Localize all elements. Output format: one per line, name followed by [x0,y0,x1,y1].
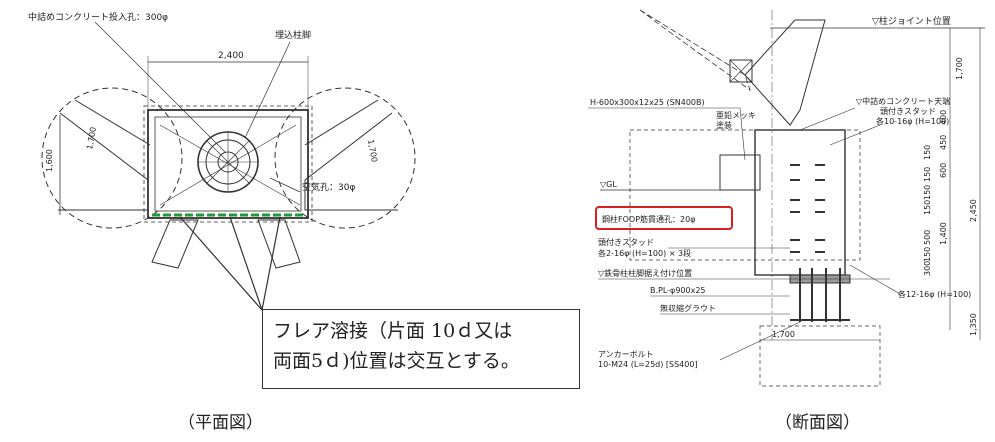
section-label-galvanized-2: 塗装 [716,120,732,130]
section-label-hoop-hole: 鋼柱FOOP筋貫通孔：20φ [602,214,695,224]
section-pile-cap [759,325,881,387]
section-label-column-joint: ▽柱ジョイント位置 [872,15,951,27]
section-dim-right: 450 [939,135,948,150]
section-dim-right: 400 [939,110,948,125]
plan-label-concrete-hole: 中詰めコンクリート投入孔：300φ [28,11,168,23]
plan-dashed-circle-right [274,87,416,229]
section-dim-bottom: 1,700 [772,330,795,339]
section-label-stud-top-2: 各10-16φ (H=100) [876,116,949,126]
section-dim-right: 2,450 [969,199,978,222]
plan-label-embedded-base: 埋込柱脚 [275,29,311,41]
section-dim-right: 1,700 [955,57,964,80]
plan-lower-arm-left [151,219,199,269]
section-label-bpl: B.PL-φ900x25 [650,286,706,295]
section-caption: （断面図） [775,413,860,433]
section-label-base-set: ▽鉄骨柱柱脚据え付け位置 [598,268,692,278]
section-label-stud-bottom: 各12-16φ (H=100) [898,289,971,299]
section-embedded-column [754,129,846,276]
section-dim-right: 150 [923,185,932,200]
section-label-hbeam: H-600x300x12x25 (SN400B) [590,98,705,107]
callout-arrow-3 [261,216,281,311]
section-view [588,9,985,387]
section-label-anchor-2: 10-M24 (L=25d) [SS400] [598,360,698,369]
plan-dim-height-left: 1,600 [45,149,54,172]
section-dim-right: 600 [939,163,948,178]
flare-weld-callout: フレア溶接（片面 10ｄ又は 両面5ｄ)位置は交互とする。 [262,309,580,389]
plan-leader-embedded-base [244,41,291,139]
plan-left-beam [58,112,149,211]
section-dim-right: 1,350 [969,313,978,336]
section-label-galvanized-1: 亜鉛メッキ [716,110,756,120]
plan-right-beam [304,112,398,211]
section-label-concrete-top: ▽中詰めコンクリート天端 [856,96,950,106]
section-label-grout: 無収縮グラウト [660,303,716,313]
section-hbeam-stub [719,154,761,191]
callout-line-2: 両面5ｄ)位置は交互とする。 [273,350,520,372]
section-column-upper [744,19,826,126]
plan-dashed-outline [143,105,313,223]
plan-dashed-circle-left [41,87,183,229]
plan-leader-air-hole [269,177,301,193]
section-label-gl: ▽GL [600,180,617,189]
section-dim-right: 1,400 [939,222,948,245]
section-hoop-hole-highlight [595,206,733,230]
plan-dim-diag-right: 1,700 [366,139,379,163]
plan-dim-diag-left: 1,700 [85,126,98,150]
plan-inner-rectangle [154,116,302,212]
section-beam-dashed [639,9,751,92]
section-label-stud-mid-2: 各2-16φ (H=100) × 3段 [598,248,691,258]
plan-lower-arm-right [257,219,301,269]
plan-dim-width: 2,400 [218,51,244,61]
section-joint-box [729,59,753,83]
section-dim-right: 150 [923,200,932,215]
plan-leader-concrete-hole [94,21,226,153]
callout-arrow-1 [179,216,263,311]
section-dim-right: 500 [923,230,932,245]
plan-caption: （平面図） [178,413,263,433]
section-dim-right: 150 [923,247,932,262]
callout-line-1: フレア溶接（片面 10ｄ又は [273,320,513,342]
callout-arrow-2 [229,216,263,311]
section-dim-right: 150 [923,167,932,182]
section-label-stud-mid-1: 頭付きスタッド [598,237,654,247]
plan-right-beam-edge [304,99,379,146]
plan-view [41,21,416,311]
section-dim-right: 150 [923,145,932,160]
section-label-anchor-1: アンカーボルト [598,350,654,359]
section-label-stud-top-1: 頭付きスタッド [880,106,936,116]
section-foundation-outline [629,129,861,261]
plan-left-beam-edge [74,99,151,146]
plan-base-rectangle [147,109,309,219]
plan-label-air-hole: 空気孔：30φ [302,181,355,193]
section-dim-right: 300 [923,261,932,276]
